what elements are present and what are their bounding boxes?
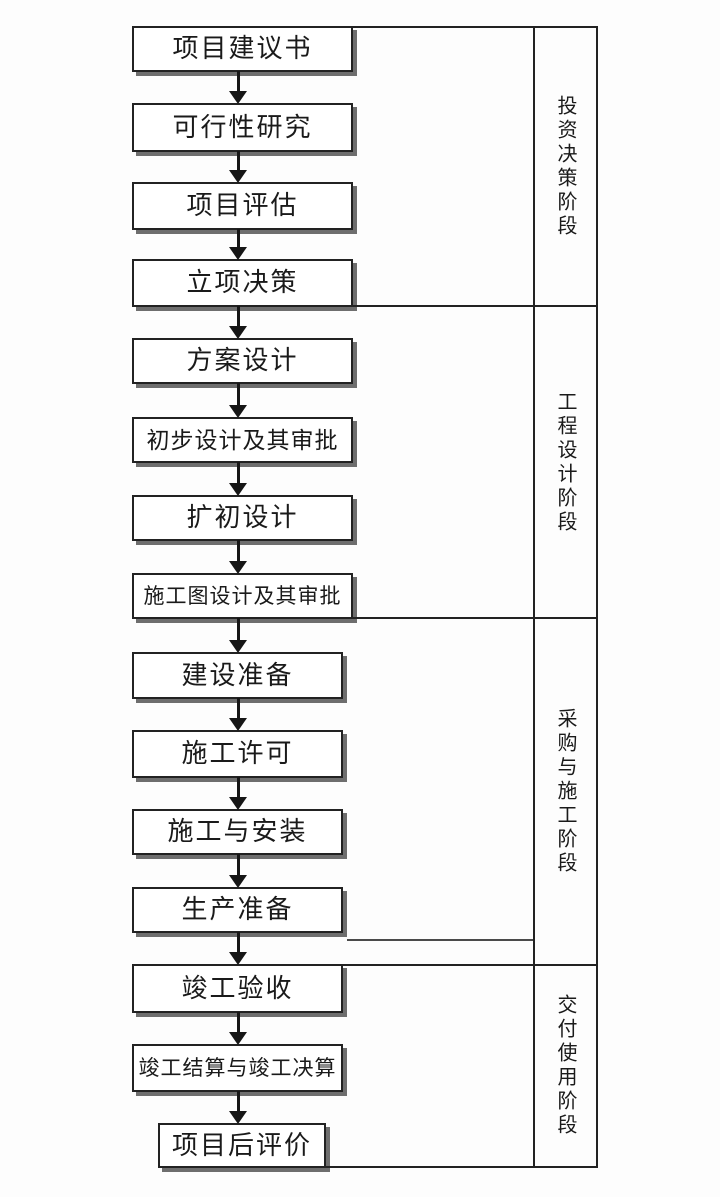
flow-box-production-preparation: 生产准备 bbox=[132, 887, 343, 933]
flow-box-scheme-design: 方案设计 bbox=[132, 338, 353, 384]
arrowhead-icon bbox=[229, 952, 247, 965]
phase-investment-decision: 投资决策阶段 bbox=[554, 94, 576, 239]
arrow-stem bbox=[236, 932, 240, 952]
arrow-stem bbox=[236, 1012, 240, 1032]
phase-procurement-construction: 采购与施工阶段 bbox=[554, 707, 576, 876]
phase-divider-3-stub bbox=[347, 939, 533, 941]
arrow-stem bbox=[236, 306, 240, 326]
arrowhead-icon bbox=[229, 326, 247, 339]
arrowhead-icon bbox=[229, 405, 247, 418]
arrowhead-icon bbox=[229, 875, 247, 888]
flow-box-preliminary-design-approval: 初步设计及其审批 bbox=[132, 417, 353, 463]
down-arrow-10 bbox=[229, 777, 247, 810]
arrow-stem bbox=[236, 462, 240, 483]
phase-column-right-line bbox=[596, 26, 598, 1168]
arrowhead-icon bbox=[229, 1032, 247, 1045]
flow-box-feasibility-study: 可行性研究 bbox=[132, 103, 353, 152]
down-arrow-9 bbox=[229, 698, 247, 731]
phase-column-left-line bbox=[533, 26, 535, 1168]
flow-box-construction-permit: 施工许可 bbox=[132, 730, 343, 778]
flow-box-construction-and-installation: 施工与安装 bbox=[132, 809, 343, 855]
down-arrow-13 bbox=[229, 1012, 247, 1045]
down-arrow-1 bbox=[229, 71, 247, 104]
arrow-stem bbox=[236, 383, 240, 405]
arrowhead-icon bbox=[229, 1111, 247, 1124]
phase-delivery-use: 交付使用阶段 bbox=[554, 994, 576, 1138]
arrow-stem bbox=[236, 1091, 240, 1111]
arrowhead-icon bbox=[229, 640, 247, 653]
phase-engineering-design: 工程设计阶段 bbox=[554, 391, 576, 535]
down-arrow-11 bbox=[229, 854, 247, 888]
arrow-stem bbox=[236, 229, 240, 247]
arrowhead-icon bbox=[229, 797, 247, 810]
arrowhead-icon bbox=[229, 170, 247, 183]
flow-box-project-proposal: 项目建议书 bbox=[132, 26, 353, 72]
flow-box-completion-settlement-accounts: 竣工结算与竣工决算 bbox=[132, 1044, 343, 1092]
phase-divider-2 bbox=[353, 617, 598, 619]
flow-box-construction-drawing-approval: 施工图设计及其审批 bbox=[132, 573, 353, 619]
arrowhead-icon bbox=[229, 91, 247, 104]
arrowhead-icon bbox=[229, 247, 247, 260]
arrow-stem bbox=[236, 618, 240, 640]
down-arrow-3 bbox=[229, 229, 247, 260]
down-arrow-12 bbox=[229, 932, 247, 965]
phase-bottom-line bbox=[158, 1166, 598, 1168]
down-arrow-8 bbox=[229, 618, 247, 653]
flow-box-completion-acceptance: 竣工验收 bbox=[132, 964, 343, 1013]
down-arrow-6 bbox=[229, 462, 247, 496]
arrow-stem bbox=[236, 698, 240, 718]
arrowhead-icon bbox=[229, 561, 247, 574]
arrow-stem bbox=[236, 151, 240, 170]
flow-box-post-project-evaluation: 项目后评价 bbox=[158, 1123, 326, 1168]
down-arrow-14 bbox=[229, 1091, 247, 1124]
arrow-stem bbox=[236, 540, 240, 561]
arrowhead-icon bbox=[229, 718, 247, 731]
down-arrow-4 bbox=[229, 306, 247, 339]
down-arrow-5 bbox=[229, 383, 247, 418]
arrowhead-icon bbox=[229, 483, 247, 496]
phase-top-line bbox=[353, 26, 598, 28]
arrow-stem bbox=[236, 777, 240, 797]
flow-box-project-approval-decision: 立项决策 bbox=[132, 259, 353, 307]
flow-box-construction-preparation: 建设准备 bbox=[132, 652, 343, 699]
arrow-stem bbox=[236, 71, 240, 91]
arrow-stem bbox=[236, 854, 240, 875]
down-arrow-7 bbox=[229, 540, 247, 574]
phase-divider-1 bbox=[353, 305, 598, 307]
flow-box-project-evaluation: 项目评估 bbox=[132, 182, 353, 230]
phase-divider-3 bbox=[343, 964, 598, 966]
down-arrow-2 bbox=[229, 151, 247, 183]
flow-box-expanded-preliminary-design: 扩初设计 bbox=[132, 495, 353, 541]
